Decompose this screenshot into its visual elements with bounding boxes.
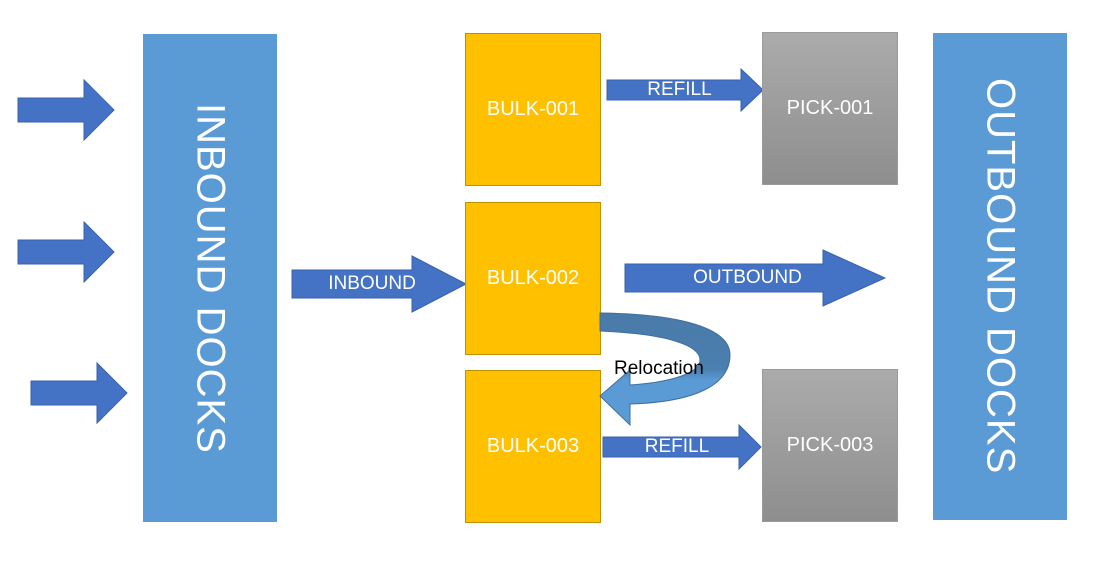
inbound-docks-label: INBOUND DOCKS xyxy=(188,102,233,454)
bulk-location-002: BULK-002 xyxy=(465,202,601,355)
incoming-arrow-2 xyxy=(17,220,115,284)
refill-arrow-3 xyxy=(602,423,762,471)
pick-location-label: PICK-003 xyxy=(786,434,874,456)
refill-label-3: REFILL xyxy=(644,436,710,457)
outbound-docks: OUTBOUND DOCKS xyxy=(933,33,1067,520)
inbound-flow-arrow xyxy=(291,255,468,313)
incoming-arrow-1 xyxy=(17,78,115,142)
relocation-arrow xyxy=(599,312,731,427)
refill-label-1: REFILL xyxy=(647,79,712,100)
inbound-flow-label: INBOUND xyxy=(328,273,416,294)
bulk-location-label: BULK-003 xyxy=(486,435,580,457)
outbound-docks-label: OUTBOUND DOCKS xyxy=(978,78,1023,475)
pick-location-001: PICK-001 xyxy=(762,32,898,185)
inbound-docks: INBOUND DOCKS xyxy=(143,34,277,522)
refill-arrow-1 xyxy=(606,67,764,113)
outbound-flow-arrow xyxy=(624,249,887,307)
bulk-location-label: BULK-002 xyxy=(486,267,580,289)
bulk-location-label: BULK-001 xyxy=(486,98,580,120)
pick-location-label: PICK-001 xyxy=(786,97,874,119)
bulk-location-001: BULK-001 xyxy=(465,33,601,186)
outbound-flow-label: OUTBOUND xyxy=(693,267,802,288)
relocation-label: Relocation xyxy=(614,358,704,379)
bulk-location-003: BULK-003 xyxy=(465,370,601,523)
incoming-arrow-3 xyxy=(30,361,128,425)
pick-location-003: PICK-003 xyxy=(762,369,898,522)
